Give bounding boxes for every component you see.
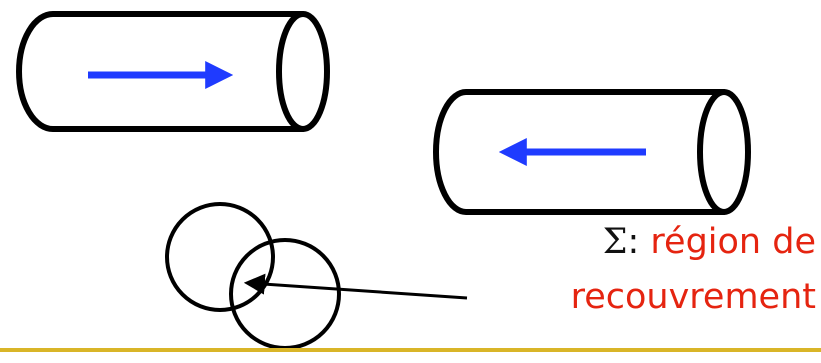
right-cylinder: [433, 89, 751, 215]
circle-beam-2: [229, 238, 341, 350]
label-text-line-1: région de: [650, 222, 816, 262]
bottom-rule: [0, 348, 821, 352]
sigma-symbol: Σ: [602, 222, 628, 262]
right-cylinder-end: [697, 89, 751, 215]
overlap-region-label: Σ: région de recouvrement: [470, 215, 816, 325]
overlap-circles: [165, 202, 341, 350]
label-line-1: Σ: région de: [470, 215, 816, 270]
right-cylinder-body: [433, 89, 727, 215]
label-text-line-2: recouvrement: [570, 277, 816, 317]
left-cylinder-body: [16, 11, 306, 132]
circle-beam-1: [165, 202, 275, 312]
left-cylinder-end: [276, 11, 330, 132]
label-separator: :: [627, 222, 640, 262]
left-cylinder: [16, 11, 330, 132]
pointer-arrow-icon: [243, 273, 468, 300]
